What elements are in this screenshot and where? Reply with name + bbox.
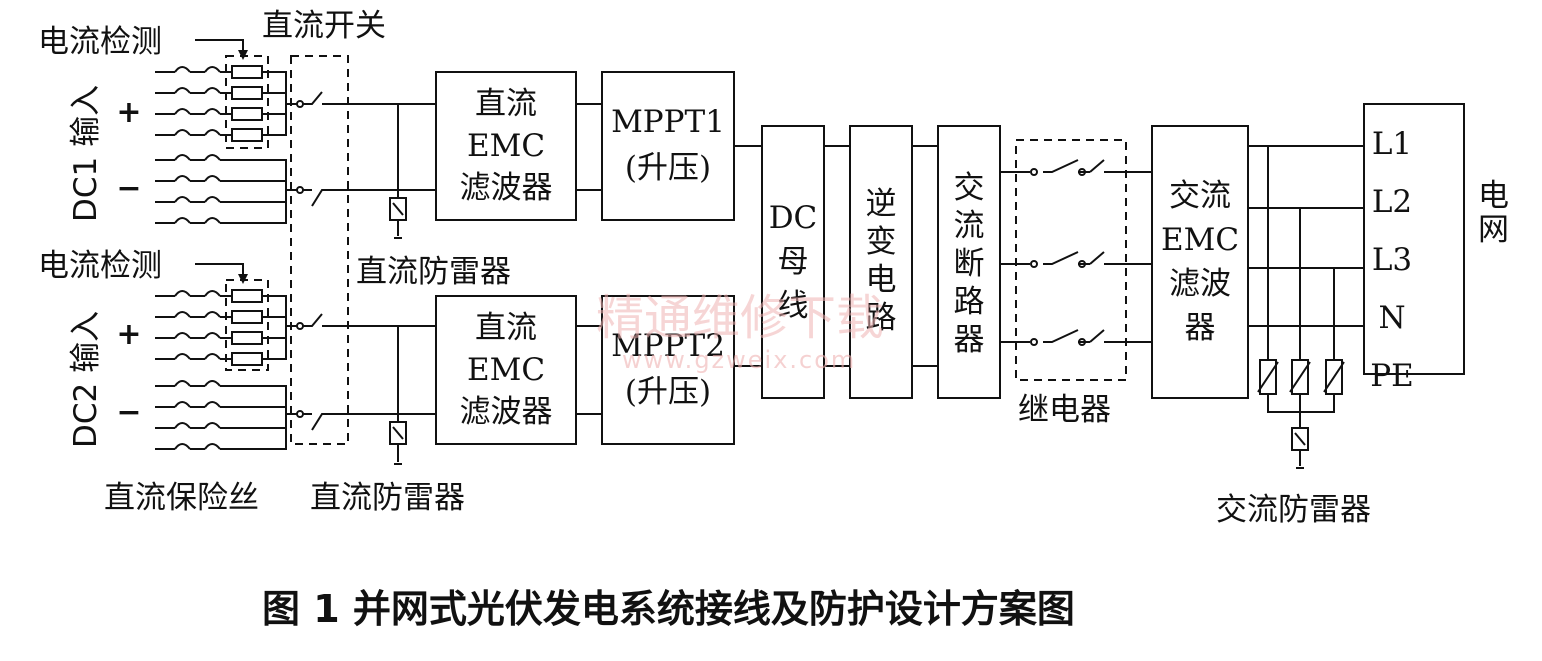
block-texts: 直流EMC滤波器直流EMC滤波器MPPT1(升压)MPPT2(升压)DC母线逆变… [460,86,1414,430]
dc-switch-label: 直流开关 [262,8,386,44]
grid-terminal-text-line: N [1378,300,1405,336]
mppt2-text-line: (升压) [625,374,711,410]
dc-fuse-label: 直流保险丝 [104,480,259,516]
ac-output-group [1248,145,1364,469]
dc2-input-label: DC2 输入 [68,311,104,448]
dc1-negative-fuses [155,154,298,224]
mppt2-text-line: MPPT2 [611,328,725,364]
figure-caption: 图 1 并网式光伏发电系统接线及防护设计方案图 [262,587,1075,631]
dc1-switch-contact-neg [296,186,304,194]
current-detect-arrow-2 [195,263,244,280]
arrow-head-icon [238,50,248,60]
grid-terminal-block [1363,103,1465,375]
ac-breaker-text-line: 路 [954,284,985,320]
dc-wires [576,103,938,415]
dc-emc-filter-2 [435,295,577,445]
dc1-positive-fuses [155,55,298,149]
dc1-input-group [155,39,436,239]
dc-emc-1-text-line: EMC [467,128,545,164]
dc-emc-filter-1 [435,71,577,221]
dc-switch-enclosure [290,55,349,445]
dc2-negative-fuses [155,380,298,450]
relay-group [1000,139,1152,381]
current-detect-label-2: 电流检测 [38,248,162,284]
mppt1-text-line: (升压) [625,150,711,186]
dc-bus-text-line: DC [769,200,818,236]
dc-emc-2-text-line: 滤波器 [460,394,553,430]
dc2-positive-fuses [155,279,298,371]
grid-terminal-text-line: L2 [1372,184,1412,220]
ac-emc-text-line: 交流 [1169,178,1231,214]
current-detect-label-1: 电流检测 [38,24,162,60]
dc2-plus-sign: + [116,317,141,352]
inverter-text-line: 电 [866,262,897,298]
mppt2-block [601,295,735,445]
ac-breaker-text-line: 交 [954,170,985,206]
dc2-switch-contact-neg [296,410,304,418]
grid-terminal-text-line: PE [1370,358,1414,394]
dc2-switch-contact-pos [296,322,304,330]
dc-bus-text-line: 线 [778,288,809,324]
mppt1-text-line: MPPT1 [611,104,725,140]
ac-breaker-text-line: 流 [954,208,985,244]
ac-emc-text-line: 滤波 [1169,266,1231,302]
dc1-switch-pos [303,91,436,105]
dc-emc-2-text-line: 直流 [475,310,537,346]
grid-label-char: 电 [1478,178,1509,214]
arrow-head-icon [238,274,248,284]
dc-emc-1-text-line: 直流 [475,86,537,122]
grid-label-char: 网 [1478,212,1509,248]
dc2-switch-pos [303,313,436,327]
ac-emc-text-line: 器 [1185,310,1216,346]
relay-label: 继电器 [1018,392,1111,428]
watermark-url: www.gzweix.com [622,346,856,374]
dc2-minus-sign: − [116,395,141,430]
dc1-switch-contact-pos [296,100,304,108]
dc-arrester-label-top: 直流防雷器 [356,254,511,290]
dc1-switch-neg [303,189,436,207]
watermark-text: 精通维修下载 [596,290,884,346]
ac-emc-filter [1151,125,1249,399]
ac-arrester-label: 交流防雷器 [1216,492,1371,528]
ac-emc-text-line: EMC [1161,222,1239,258]
current-detect-arrow-1 [195,39,244,56]
ac-breaker-text-line: 器 [954,322,985,358]
dc1-minus-sign: − [116,171,141,206]
dc1-plus-sign: + [116,95,141,130]
dc-arrester-label-bottom: 直流防雷器 [310,480,465,516]
inverter-block [849,125,913,399]
inverter-text-line: 路 [866,300,897,336]
grid-terminal-text-line: L1 [1372,126,1412,162]
ac-breaker-text-line: 断 [954,246,985,282]
dc-emc-2-text-line: EMC [467,352,545,388]
grid-terminal-text-line: L3 [1372,242,1412,278]
mppt1-block [601,71,735,221]
ac-breaker-block [937,125,1001,399]
dc-bus-block [761,125,825,399]
inverter-text-line: 逆 [866,186,897,222]
inverter-text-line: 变 [866,224,897,260]
dc-emc-1-text-line: 滤波器 [460,170,553,206]
dc2-input-group [155,263,436,465]
dc1-input-label: DC1 输入 [68,85,104,222]
grid-label: 电 网 [1478,178,1519,248]
dc-bus-text-line: 母 [778,244,809,280]
dc2-switch-neg [303,413,436,431]
